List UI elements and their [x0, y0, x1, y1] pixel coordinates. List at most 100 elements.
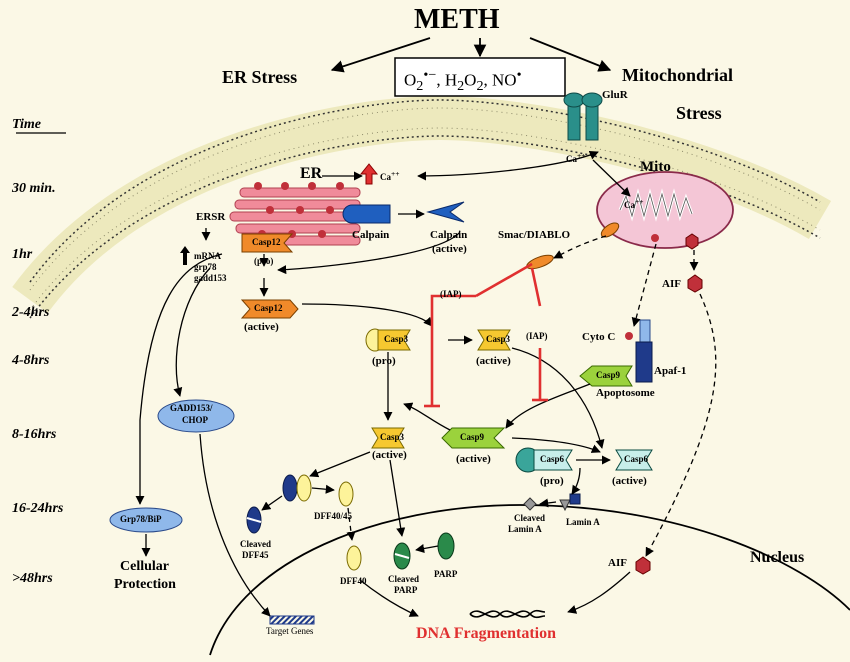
- nucleus-envelope: [209, 504, 850, 656]
- er-stress-label: ER Stress: [222, 67, 298, 87]
- cyto-c-dot: [625, 332, 633, 340]
- inhibition-lines: [424, 262, 548, 408]
- mito-stress-label-1: Mitochondrial: [622, 65, 733, 85]
- dff40-45-label: DFF40/45: [314, 511, 352, 521]
- apaf1-shape: [635, 341, 653, 383]
- smac-oval: [526, 254, 554, 270]
- grp78-bip-oval: [109, 507, 183, 533]
- time-48hrs: >48hrs: [12, 571, 53, 586]
- er-stack: [229, 182, 361, 246]
- cleaved-dff45-label-1: Cleaved: [240, 539, 271, 549]
- casp12-active-text: Casp12: [254, 303, 283, 313]
- casp12-pro-shape: [241, 233, 294, 253]
- casp6-active-state: (active): [612, 475, 647, 487]
- parp-label: PARP: [434, 569, 458, 579]
- mrna-up-arrow-icon: [180, 246, 190, 265]
- parp-shape: [437, 532, 455, 560]
- time-8-16hrs: 8-16hrs: [12, 427, 57, 442]
- casp3-pro-text: Casp3: [384, 334, 409, 344]
- mitochondrion: [596, 171, 734, 250]
- time-4-8hrs: 4-8hrs: [12, 353, 50, 368]
- iap-label-1: (IAP): [440, 289, 462, 299]
- grp78-bip-label: Grp78/BiP: [120, 514, 162, 524]
- casp12-pro-state: (pro): [254, 256, 274, 266]
- pathway-arrows: [135, 150, 631, 617]
- casp6-pro-shape: [515, 447, 573, 473]
- cleaved-dff45-label-2: DFF45: [242, 550, 269, 560]
- aif-nuclear-hexagon: [635, 556, 651, 575]
- casp6-active-shape: [615, 449, 653, 471]
- gadd153-chop-oval: [157, 399, 235, 433]
- calpain-active-label-1: Calpain: [430, 229, 468, 241]
- mito-stress-label-2: Stress: [676, 103, 722, 123]
- casp3-active-shape-1: [477, 329, 511, 351]
- meth-title: METH: [414, 4, 500, 35]
- cleaved-parp-label-1: Cleaved: [388, 574, 419, 584]
- calpain-shape: [342, 204, 391, 224]
- lamin-a-label: Lamin A: [566, 517, 600, 527]
- target-genes-shape: [269, 615, 315, 625]
- smac-label: Smac/DIABLO: [498, 229, 571, 241]
- cleaved-dff45-shape: [246, 506, 262, 534]
- dff40-shape-1: [338, 481, 354, 507]
- casp9-active-state: (active): [456, 453, 491, 465]
- time-2-4hrs: 2-4hrs: [12, 305, 50, 320]
- time-1hr: 1hr: [12, 247, 33, 262]
- casp9-active-text: Casp9: [460, 432, 485, 442]
- calpain-label: Calpain: [352, 229, 390, 241]
- cell-membrane: [12, 95, 832, 319]
- ros-box: [394, 57, 566, 97]
- apaf1-shape-top: [639, 319, 651, 343]
- cleaved-lamin-a-label-2: Lamin A: [508, 524, 542, 534]
- ca-increase-icon: [359, 163, 379, 185]
- casp6-active-text: Casp6: [624, 454, 649, 464]
- gadd153-label-1: GADD153/: [170, 403, 213, 413]
- glur-label: GluR: [602, 89, 628, 101]
- glur-channel: [563, 92, 603, 141]
- time-header: Time: [12, 117, 42, 132]
- time-30min: 30 min.: [12, 181, 56, 196]
- aif-hexagon: [687, 274, 703, 293]
- casp6-pro-state: (pro): [540, 475, 564, 487]
- aif-nuclear-label: AIF: [608, 557, 627, 569]
- meth-arrows: [330, 37, 612, 73]
- time-16-24hrs: 16-24hrs: [12, 501, 64, 516]
- casp3-active-shape-2: [371, 427, 405, 449]
- casp3-active-text-1: Casp3: [486, 334, 511, 344]
- calpain-active-shape: [426, 201, 465, 223]
- grp78-mrna-label: grp78: [194, 262, 217, 272]
- dna-fragmentation-label: DNA Fragmentation: [416, 625, 556, 642]
- casp9-apoptosome-shape: [579, 365, 633, 387]
- iap-label-2: (IAP): [526, 331, 548, 341]
- mrna-label: mRNA: [194, 251, 221, 261]
- casp9-apoptosome-text: Casp9: [596, 370, 621, 380]
- target-genes-label: Target Genes: [266, 626, 314, 636]
- cleaved-lamin-a-shape: [523, 497, 537, 511]
- ca-glur-label: Ca++: [566, 151, 586, 164]
- dff40-label: DFF40: [340, 576, 367, 586]
- cleaved-lamin-a-label-1: Cleaved: [514, 513, 545, 523]
- apoptosome-label: Apoptosome: [596, 387, 655, 399]
- er-label: ER: [300, 165, 323, 182]
- nucleus-label: Nucleus: [750, 549, 805, 566]
- cleaved-parp-label-2: PARP: [394, 585, 418, 595]
- mito-label: Mito: [640, 159, 671, 175]
- ros-label: O2•−, H2O2, NO•: [404, 67, 522, 95]
- casp3-pro-state: (pro): [372, 355, 396, 367]
- calpain-active-label-2: (active): [432, 243, 467, 255]
- gadd153-mrna-label: gadd153: [194, 273, 227, 283]
- casp9-active-shape: [441, 427, 506, 449]
- ca-mito-label: Ca++: [624, 197, 644, 210]
- cyto-c-label: Cyto C: [582, 331, 616, 343]
- dff40-shape-2: [346, 545, 362, 571]
- casp3-active-state-1: (active): [476, 355, 511, 367]
- casp12-pro-text: Casp12: [252, 237, 281, 247]
- casp12-active-shape: [240, 299, 299, 319]
- aif-label: AIF: [662, 278, 681, 290]
- casp6-pro-text: Casp6: [540, 454, 565, 464]
- cellular-protection-label-2: Protection: [114, 577, 176, 592]
- apaf1-label: Apaf-1: [654, 365, 687, 377]
- casp3-pro-shape: [365, 328, 411, 352]
- casp3-active-state-2: (active): [372, 449, 407, 461]
